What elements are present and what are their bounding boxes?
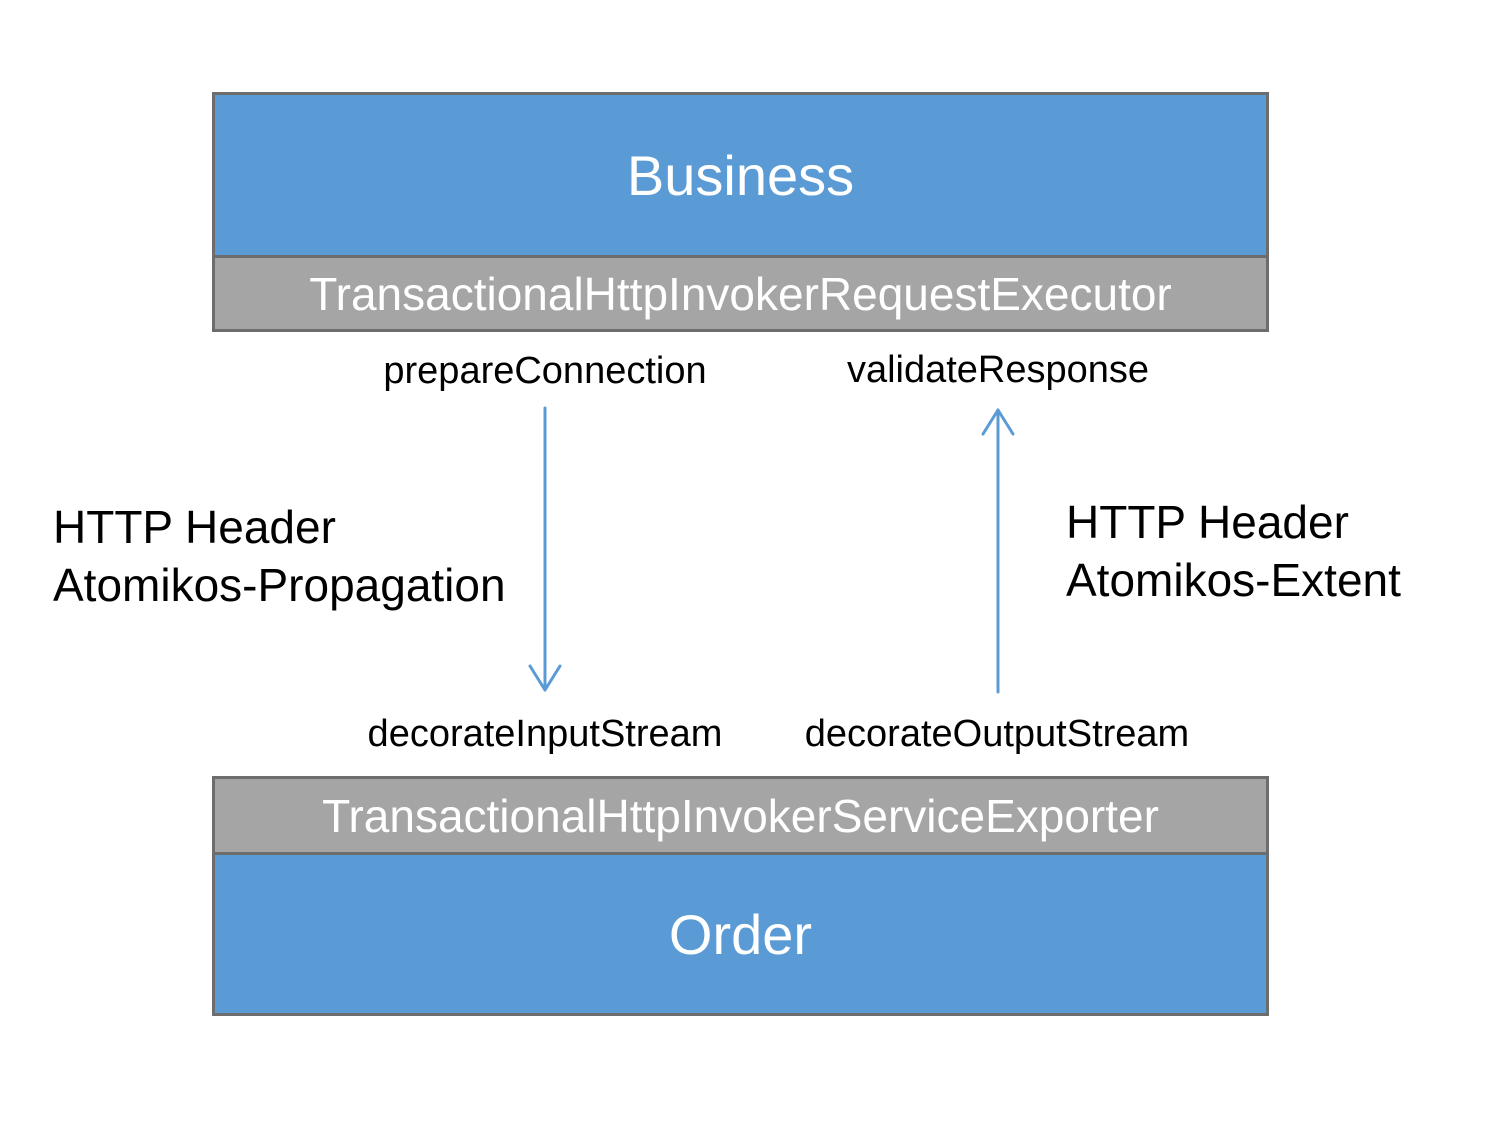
business-title: Business bbox=[215, 95, 1266, 255]
propagation-header-note: HTTP Header Atomikos-Propagation bbox=[53, 498, 506, 614]
propagation-note-line1: HTTP Header bbox=[53, 501, 336, 553]
business-box: Business TransactionalHttpInvokerRequest… bbox=[212, 92, 1269, 332]
request-down-arrow bbox=[528, 406, 562, 692]
prepare-connection-label: prepareConnection bbox=[383, 350, 707, 392]
order-title: Order bbox=[215, 855, 1266, 1013]
order-box: TransactionalHttpInvokerServiceExporter … bbox=[212, 776, 1269, 1016]
request-executor-label: TransactionalHttpInvokerRequestExecutor bbox=[215, 255, 1266, 329]
decorate-output-stream-label: decorateOutputStream bbox=[804, 713, 1190, 755]
service-exporter-label: TransactionalHttpInvokerServiceExporter bbox=[215, 779, 1266, 855]
response-up-arrow bbox=[981, 408, 1015, 694]
propagation-note-line2: Atomikos-Propagation bbox=[53, 559, 506, 611]
decorate-input-stream-label: decorateInputStream bbox=[367, 713, 723, 755]
validate-response-label: validateResponse bbox=[846, 349, 1150, 391]
extent-header-note: HTTP Header Atomikos-Extent bbox=[1066, 493, 1401, 609]
extent-note-line2: Atomikos-Extent bbox=[1066, 554, 1401, 606]
extent-note-line1: HTTP Header bbox=[1066, 496, 1349, 548]
